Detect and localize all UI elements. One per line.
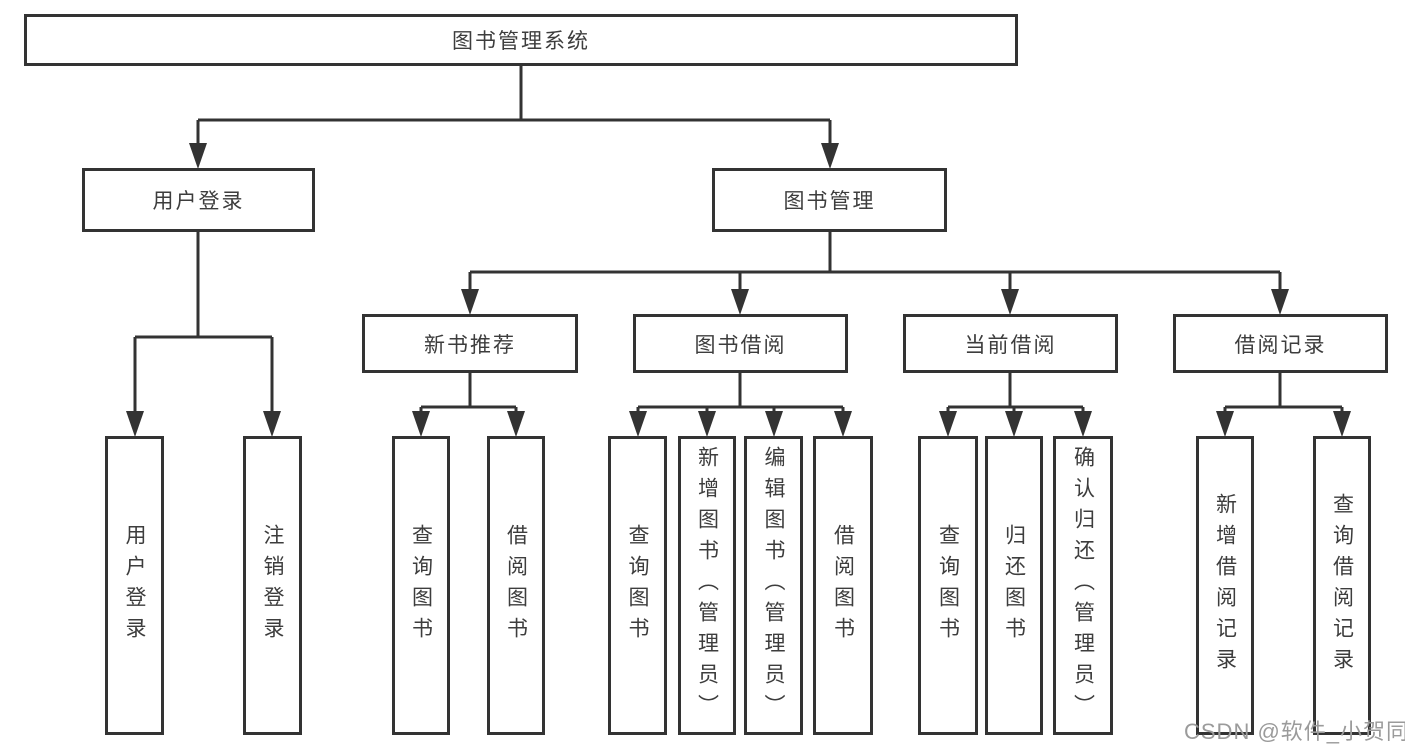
leaf-query-book-borrow: 查询图书 <box>608 436 667 735</box>
connector-new-book-recommend <box>419 373 518 432</box>
node-borrow-records-label: 借阅记录 <box>1234 333 1327 357</box>
node-new-book-recommend: 新书推荐 <box>362 314 578 373</box>
leaf-borrow-book-recommend: 借阅图书 <box>487 436 545 735</box>
node-book-management: 图书管理 <box>712 168 947 232</box>
leaf-query-book-recommend: 查询图书 <box>392 436 450 735</box>
node-root-title: 图书管理系统 <box>24 14 1018 66</box>
leaf-user-login: 用户登录 <box>105 436 164 735</box>
leaf-add-book-admin: 新增图书（管理员） <box>678 436 736 735</box>
leaf-add-borrow-record: 新增借阅记录 <box>1196 436 1254 735</box>
leaf-edit-book-admin-label: 编辑图书（管理员） <box>762 446 785 725</box>
leaf-confirm-return-admin: 确认归还（管理员） <box>1053 436 1113 735</box>
leaf-borrow-book-recommend-label: 借阅图书 <box>504 523 528 648</box>
leaf-query-book-current-label: 查询图书 <box>936 523 960 648</box>
node-new-book-recommend-label: 新书推荐 <box>424 333 516 357</box>
node-root-title-label: 图书管理系统 <box>452 30 590 53</box>
leaf-user-login-label: 用户登录 <box>123 523 146 648</box>
connector-borrow-records <box>1223 373 1344 432</box>
node-current-borrow-label: 当前借阅 <box>964 333 1057 357</box>
leaf-edit-book-admin: 编辑图书（管理员） <box>744 436 803 735</box>
leaf-logout-login-label: 注销登录 <box>261 523 284 648</box>
node-book-borrow: 图书借阅 <box>633 314 848 373</box>
connector-user-login <box>133 232 274 432</box>
connector-book-management <box>468 232 1282 310</box>
csdn-watermark: CSDN @软件_小贺同学 <box>1184 719 1405 744</box>
leaf-return-book: 归还图书 <box>985 436 1043 735</box>
leaf-query-book-current: 查询图书 <box>918 436 978 735</box>
leaf-borrow-book-label: 借阅图书 <box>831 523 855 648</box>
leaf-query-borrow-record-label: 查询借阅记录 <box>1330 492 1354 679</box>
node-book-management-label: 图书管理 <box>783 190 876 213</box>
leaf-query-borrow-record: 查询借阅记录 <box>1313 436 1371 735</box>
leaf-add-book-admin-label: 新增图书（管理员） <box>695 446 719 725</box>
leaf-logout-login: 注销登录 <box>243 436 302 735</box>
node-user-login-label: 用户登录 <box>152 190 245 213</box>
leaf-borrow-book: 借阅图书 <box>813 436 873 735</box>
leaf-query-book-borrow-label: 查询图书 <box>626 523 649 648</box>
leaf-confirm-return-admin-label: 确认归还（管理员） <box>1071 446 1095 725</box>
node-current-borrow: 当前借阅 <box>903 314 1118 373</box>
leaf-return-book-label: 归还图书 <box>1002 523 1026 648</box>
connector-root <box>196 66 832 164</box>
node-book-borrow-label: 图书借阅 <box>694 333 787 357</box>
leaf-add-borrow-record-label: 新增借阅记录 <box>1213 492 1237 679</box>
connector-current-borrow <box>946 373 1085 432</box>
node-user-login: 用户登录 <box>82 168 315 232</box>
node-borrow-records: 借阅记录 <box>1173 314 1388 373</box>
leaf-query-book-recommend-label: 查询图书 <box>409 523 433 648</box>
connector-book-borrow <box>636 373 845 432</box>
